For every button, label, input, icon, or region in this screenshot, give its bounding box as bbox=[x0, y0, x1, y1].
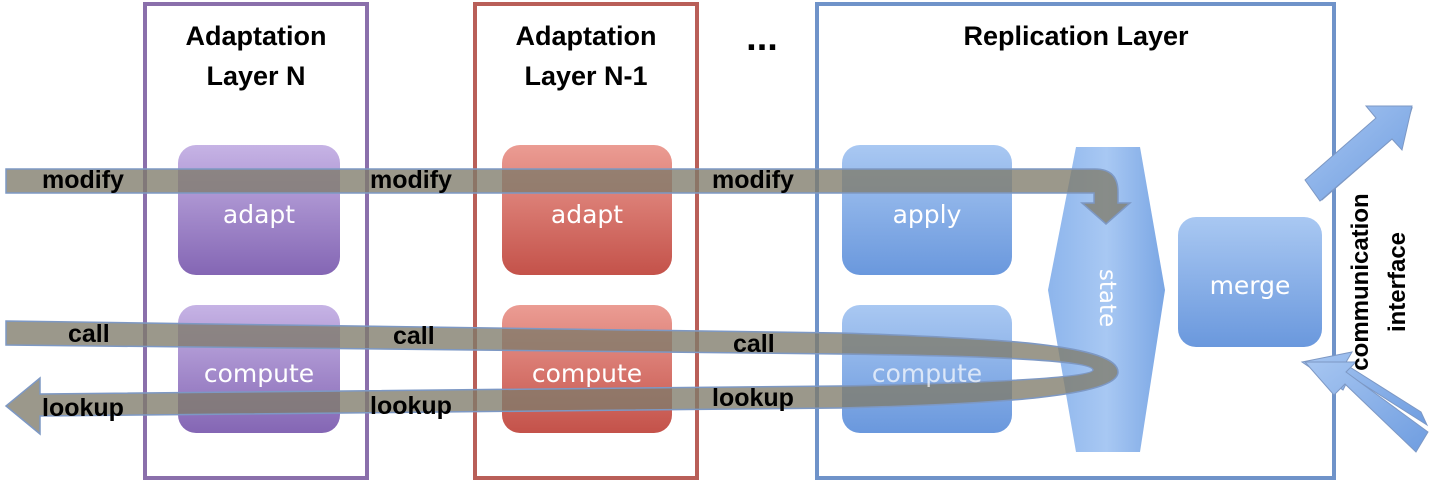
modify-label-1: modify bbox=[42, 166, 124, 194]
lookup-label-2: lookup bbox=[370, 392, 452, 420]
apply-label: apply bbox=[893, 200, 962, 229]
lookup-label-3: lookup bbox=[712, 384, 794, 412]
modify-arrow bbox=[5, 168, 1132, 225]
modify-label-2: modify bbox=[370, 166, 452, 194]
incoming-communication-arrow-body bbox=[1303, 361, 1429, 453]
compute-label-replication: compute bbox=[872, 359, 982, 388]
lookup-label-1: lookup bbox=[42, 394, 124, 422]
communication-label-line2: interface bbox=[1384, 232, 1411, 332]
merge-label: merge bbox=[1210, 271, 1291, 300]
adaptation-layer-n-frame bbox=[143, 2, 369, 480]
layer-n-title-line2: Layer N bbox=[206, 61, 305, 91]
outgoing-communication-arrow-body bbox=[1304, 105, 1413, 202]
ellipsis: ... bbox=[746, 17, 778, 59]
communication-label-line1: communication bbox=[1347, 193, 1374, 370]
adaptation-layer-n1-frame bbox=[473, 2, 699, 480]
call-lookup-loop-arrow bbox=[4, 320, 1119, 436]
compute-label-layer-n1: compute bbox=[532, 359, 642, 388]
state-label: state bbox=[1094, 269, 1120, 327]
layer-n-title-line1: Adaptation bbox=[186, 21, 327, 51]
call-label-1: call bbox=[68, 320, 110, 348]
replication-layer-frame bbox=[815, 2, 1336, 480]
layer-n1-title-line2: Layer N-1 bbox=[524, 61, 647, 91]
adapt-label-layer-n1: adapt bbox=[551, 200, 623, 229]
compute-label-layer-n: compute bbox=[204, 359, 314, 388]
layer-n1-title-line1: Adaptation bbox=[516, 21, 657, 51]
call-label-2: call bbox=[393, 322, 435, 350]
call-label-3: call bbox=[733, 330, 775, 358]
adapt-label-layer-n: adapt bbox=[223, 200, 295, 229]
modify-label-3: modify bbox=[712, 166, 794, 194]
merge-box bbox=[1178, 217, 1322, 347]
replication-layer-title: Replication Layer bbox=[963, 21, 1189, 51]
